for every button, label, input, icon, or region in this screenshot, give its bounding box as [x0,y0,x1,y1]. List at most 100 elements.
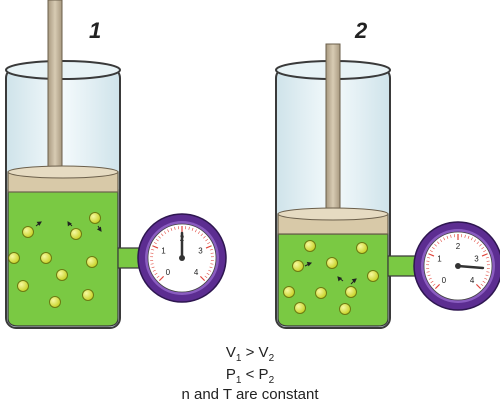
gauge-minor-tick [155,238,159,242]
gauge-tick-label: 3 [474,254,479,263]
gauge-minor-tick [432,283,436,287]
molecule [294,302,306,314]
molecule [292,260,304,272]
gauge-minor-tick [210,263,214,265]
gauge-minor-tick [191,227,194,231]
gauge-minor-tick [203,236,206,239]
cylinder-rim [5,60,121,80]
volume-relation: V1 > V2 [0,344,500,364]
molecule [345,286,357,298]
gauge-minor-tick [485,274,489,277]
molecule [86,256,98,268]
molecule [315,287,327,299]
gauge-minor-tick [427,257,431,259]
gauge-major-tick [152,245,159,249]
molecule [326,257,338,269]
molecule [82,289,94,301]
gauge-ticks [150,226,214,282]
gauge-minor-tick [450,234,452,238]
arrow-head [96,226,102,232]
motion-arrows [35,221,102,232]
gas-body [277,233,389,327]
volume-left: V [225,344,236,361]
gauge-minor-tick [197,231,201,235]
gauge-minor-tick [470,237,473,241]
molecule [356,242,368,254]
gauge-minor-tick [206,272,210,275]
gauge-minor-tick [436,241,440,245]
volume-left-sub: 1 [235,353,242,364]
molecule [283,286,295,298]
gauge-minor-tick [464,234,466,238]
molecule [304,240,316,252]
gauge-minor-tick [480,283,484,287]
molecule [17,280,29,292]
gas-molecules [8,212,101,308]
molecule [49,296,61,308]
volume-right: V [258,344,269,361]
gauge-minor-tick [170,227,173,231]
gauge-minor-tick [188,226,190,230]
gauge-minor-tick [427,274,431,277]
arrow-head [351,278,357,284]
molecule [22,226,34,238]
gauge-minor-tick [163,231,167,235]
gauge-minor-tick [156,275,160,279]
gauge-minor-tick [160,233,164,237]
molecule [56,269,68,281]
gauge-minor-tick [204,275,208,279]
gauge-major-tick [434,283,441,290]
panel-label-1: 1 [89,18,101,43]
gauge-major-tick [428,253,435,257]
panel-label-2: 2 [354,18,368,43]
gauge-minor-tick [476,241,480,245]
gauge-minor-tick [167,229,170,233]
gauge-major-tick [481,253,488,257]
gauge-minor-tick [209,266,213,269]
molecule [70,228,82,240]
gauge-minor-tick [467,235,470,239]
piston-head-top [277,207,389,221]
arrow-head [67,221,72,227]
gauge-minor-tick [150,263,154,265]
gauge-minor-tick [434,244,437,247]
volume-right-sub: 2 [268,353,275,364]
gauge-tick-label: 3 [198,246,203,255]
pressure-right-sub: 2 [268,375,275,386]
gauge-minor-tick [152,269,156,272]
gauge-pivot [455,263,461,269]
gauge-minor-tick [485,257,489,259]
gauge-minor-tick [194,229,197,233]
gauge-minor-tick [151,249,155,251]
motion-arrows [304,261,357,285]
gauge-minor-tick [486,271,490,273]
gauge-major-tick [158,275,165,282]
gauge-minor-tick [428,277,432,280]
gauge-pivot [179,255,185,261]
gauge-major-tick [475,283,482,290]
molecule [89,212,101,224]
gauge-tick-label: 1 [161,246,166,255]
gauge-tick-label: 4 [470,276,475,285]
gauge-minor-tick [158,236,161,239]
molecule [8,252,20,264]
gauge-minor-tick [209,249,213,251]
gauge-minor-tick [200,233,204,237]
pressure-operator: < [245,366,255,383]
gauge-minor-tick [446,235,449,239]
gauge-tick-label: 0 [166,268,171,277]
gauge-major-tick [199,275,206,282]
gauge-tick-label: 0 [442,276,447,285]
gauge-tick-label: 4 [194,268,199,277]
pressure-left: P [225,366,236,383]
gauge-minor-tick [208,269,212,272]
gauge-tick-label: 2 [456,242,461,251]
gauge-minor-tick [484,277,488,280]
arrow-head [306,261,313,267]
gauge-needle [456,264,485,270]
